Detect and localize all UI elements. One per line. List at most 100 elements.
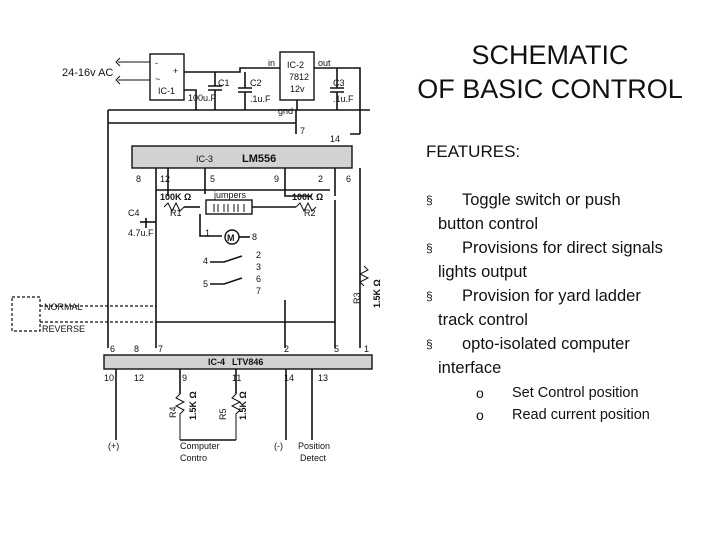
feature-item: § opto-isolated computer interface o Set… — [426, 332, 716, 426]
feature-text: lights output — [438, 263, 527, 281]
title-line-1: SCHEMATIC — [471, 40, 629, 70]
ic2-label: IC-2 — [287, 60, 304, 70]
title-line-2: OF BASIC CONTROL — [417, 74, 683, 104]
minus-terminal: (-) — [274, 441, 283, 451]
ic4-pin: 6 — [110, 344, 115, 354]
c2-value: .1u.F — [250, 94, 271, 104]
toggle-switch-box — [11, 296, 41, 332]
feature-item: § Provisions for direct signals lights o… — [426, 236, 716, 284]
bullet-icon: § — [426, 241, 433, 255]
ic4-pin: 1 — [364, 344, 369, 354]
sub-feature-item: o Read current position — [476, 404, 716, 426]
switch-pin-6: 6 — [256, 274, 261, 284]
feature-text: track control — [438, 311, 528, 329]
plus-terminal: (+) — [108, 441, 119, 451]
ic4-pin: 9 — [182, 373, 187, 383]
ic4-pin: 12 — [134, 373, 144, 383]
feature-text: Provisions for direct signals — [462, 239, 663, 257]
r3-label: R3 — [352, 292, 362, 304]
r5-value: 1.5K Ω — [238, 391, 248, 420]
feature-item: § Provision for yard ladder track contro… — [426, 284, 716, 332]
ic2-part: 7812 — [289, 72, 309, 82]
features-panel: FEATURES: § Toggle switch or push button… — [426, 142, 716, 426]
ic2-in: in — [268, 58, 275, 68]
r4-label: R4 — [168, 406, 178, 418]
ic4-pin: 5 — [334, 344, 339, 354]
ic1-box — [149, 53, 185, 101]
ic4-pin: 2 — [284, 344, 289, 354]
feature-text: Provision for yard ladder — [462, 287, 641, 305]
ic2-volt: 12v — [290, 84, 305, 94]
switch-pin-7: 7 — [256, 286, 261, 296]
ic1-plus: + — [173, 66, 178, 76]
ic1-minus: - — [155, 58, 158, 68]
r1-label: R1 — [170, 208, 182, 218]
ic4-pin: 14 — [284, 373, 294, 383]
ic4-pin: 8 — [134, 344, 139, 354]
features-heading: FEATURES: — [426, 142, 521, 161]
ic3-bar — [131, 145, 353, 169]
switch-pin-3: 3 — [256, 262, 261, 272]
ic1-tilde: ~ — [155, 74, 160, 84]
motor-pin-1: 1 — [205, 228, 210, 238]
r5-label: R5 — [218, 408, 228, 420]
feature-text: Toggle switch or push — [462, 191, 621, 209]
feature-text: interface — [438, 359, 502, 377]
sub-feature-text: Set Control position — [512, 385, 639, 401]
sub-bullet-icon: o — [476, 407, 484, 423]
motor-pin-8: 8 — [252, 232, 257, 242]
switch-pin-2: 2 — [256, 250, 261, 260]
ic3-label: IC-3 — [196, 154, 213, 164]
normal-label: NORMAL — [44, 302, 83, 312]
c4-value: 4.7u.F — [128, 228, 154, 238]
computer-control-label: Computer — [180, 441, 220, 451]
ic2-gnd: gnd — [278, 106, 293, 116]
ic3-pin: 9 — [274, 174, 279, 184]
switch-pin-4: 4 — [203, 256, 208, 266]
ic4-bar — [103, 354, 373, 370]
reverse-label: REVERSE — [42, 324, 85, 334]
c2-label: C2 — [250, 78, 262, 88]
bullet-icon: § — [426, 193, 433, 207]
ic3-part: LM556 — [242, 153, 276, 165]
sub-feature-item: o Set Control position — [476, 382, 716, 404]
jumpers-label: jumpers — [213, 190, 247, 200]
r3-value: 1.5K Ω — [372, 279, 382, 308]
features-list: § Toggle switch or push button control §… — [426, 188, 716, 426]
c1-label: C1 — [218, 78, 230, 88]
ic4-pin: 10 — [104, 373, 114, 383]
ic4-pin: 7 — [158, 344, 163, 354]
jumpers-block — [205, 199, 253, 215]
motor-label: M — [227, 233, 235, 243]
r1-value: 100K Ω — [160, 192, 191, 202]
ic1-label: IC-1 — [158, 86, 175, 96]
c4-label: C4 — [128, 208, 140, 218]
c1-value: 100u.F — [188, 93, 217, 103]
feature-text: button control — [438, 215, 538, 233]
r2-label: R2 — [304, 208, 316, 218]
ic2-out: out — [318, 58, 331, 68]
ic3-pin: 12 — [160, 174, 170, 184]
sub-feature-text: Read current position — [512, 407, 650, 423]
computer-control-label: Contro — [180, 453, 207, 463]
position-detect-label: Detect — [300, 453, 327, 463]
sub-bullet-icon: o — [476, 385, 484, 401]
c3-value: .1u.F — [333, 94, 354, 104]
bullet-icon: § — [426, 337, 433, 351]
r2-value: 100K Ω — [292, 192, 323, 202]
ic4-pin: 13 — [318, 373, 328, 383]
ic3-pin: 2 — [318, 174, 323, 184]
c3-label: C3 — [333, 78, 345, 88]
position-detect-label: Position — [298, 441, 330, 451]
ic3-pin: 6 — [346, 174, 351, 184]
sub-features-list: o Set Control position o Read current po… — [476, 382, 716, 426]
feature-item: § Toggle switch or push button control — [426, 188, 716, 236]
ic4-label: IC-4 — [208, 357, 225, 367]
ic4-part: LTV846 — [232, 357, 263, 367]
bullet-icon: § — [426, 289, 433, 303]
ic3-pin-14: 14 — [330, 134, 340, 144]
ic3-pin: 8 — [136, 174, 141, 184]
ic3-pin-7: 7 — [300, 126, 305, 136]
r4-value: 1.5K Ω — [188, 391, 198, 420]
